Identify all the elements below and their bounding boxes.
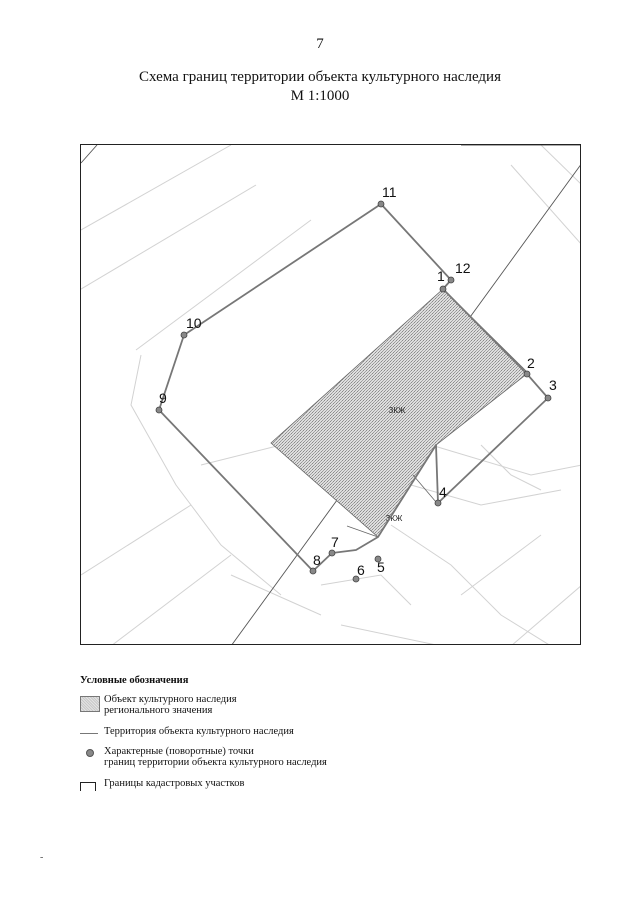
point-label-12: 12 — [455, 260, 471, 276]
object-label: ЗКЖ — [389, 406, 406, 415]
page-number: 7 — [316, 36, 324, 52]
footer-mark: - — [40, 852, 44, 863]
point-6-marker — [352, 575, 360, 583]
point-label-5: 5 — [377, 559, 385, 575]
page-title: Схема границ территории объекта культурн… — [0, 68, 640, 106]
point-8-marker — [309, 567, 317, 575]
point-5-marker — [374, 555, 382, 563]
point-7-marker — [328, 549, 336, 557]
legend-title: Условные обозначения — [80, 675, 189, 686]
legend-item-label: Границы кадастровых участков — [104, 778, 245, 789]
legend-item-label: Характерные (поворотные) точки — [104, 746, 254, 757]
point-label-10: 10 — [186, 315, 202, 331]
boundary-map: ЗКЖ ЗКЖ 1 2 3 4 5 6 7 — [80, 144, 581, 645]
point-label-2: 2 — [527, 355, 535, 371]
territory-boundary — [158, 203, 549, 572]
legend-item-cadastral: Границы кадастровых участков — [80, 778, 560, 798]
scale-label: М 1:1000 — [290, 88, 350, 104]
legend-item-label: Территория объекта культурного наследия — [104, 726, 294, 737]
legend-item-label-2: границ территории объекта культурного на… — [104, 757, 327, 768]
point-label-11: 11 — [382, 184, 397, 200]
hatched-area-icon — [80, 696, 100, 712]
legend-item-territory: Территория объекта культурного наследия — [80, 726, 560, 746]
legend-item-heritage-object: Объект культурного наследия региональног… — [80, 694, 560, 726]
point-9-marker — [155, 406, 163, 414]
point-label-1: 1 — [437, 268, 445, 284]
point-label-3: 3 — [549, 377, 557, 393]
legend-item-label-2: регионального значения — [104, 705, 213, 716]
legend-item-points: Характерные (поворотные) точки границ те… — [80, 746, 560, 778]
legend: Условные обозначения Объект культурного … — [80, 675, 560, 798]
point-11-marker — [377, 200, 385, 208]
object-label-2: ЗКЖ — [386, 514, 403, 523]
point-label-4: 4 — [439, 484, 447, 500]
point-label-8: 8 — [313, 552, 321, 568]
title-line-1: Схема границ территории объекта культурн… — [139, 69, 501, 85]
boundary-line-icon — [80, 733, 98, 734]
map-canvas: ЗКЖ ЗКЖ 1 2 3 4 5 6 7 — [81, 145, 580, 644]
point-label-6: 6 — [357, 562, 365, 578]
point-label-9: 9 — [159, 390, 167, 406]
point-3-marker — [544, 394, 552, 402]
background-lines — [81, 145, 580, 644]
point-10-marker — [180, 331, 188, 339]
boundary-points — [155, 200, 552, 583]
point-1-marker — [439, 285, 447, 293]
point-4-marker — [434, 499, 442, 507]
heritage-object: ЗКЖ ЗКЖ — [270, 288, 529, 538]
point-marker-icon — [86, 749, 94, 757]
legend-item-label: Объект культурного наследия — [104, 694, 237, 705]
point-2-marker — [523, 370, 531, 378]
point-label-7: 7 — [331, 534, 339, 550]
point-12-marker — [447, 276, 455, 284]
cadastral-bracket-icon — [80, 782, 96, 791]
